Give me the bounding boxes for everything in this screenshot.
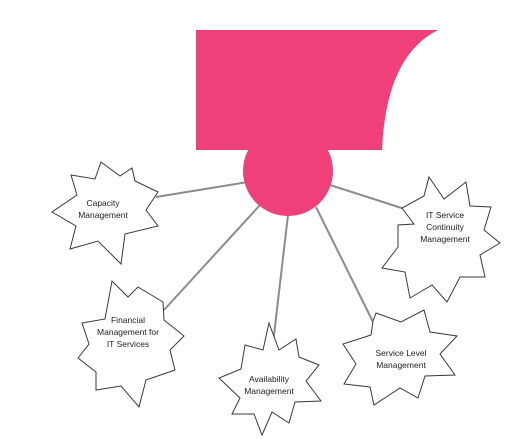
connector-financial (163, 204, 261, 311)
star-label-line: Management (78, 210, 128, 220)
star-label-line: Financial (111, 315, 145, 325)
hub-circle (243, 126, 333, 216)
star-label-line: Availability (249, 374, 290, 384)
star-label-line: IT Service (426, 210, 464, 220)
star-shape (381, 175, 501, 303)
star-shape (342, 309, 459, 406)
star-label-line: Management for (97, 327, 159, 337)
star-label-line: Continuity (426, 222, 465, 232)
star-label-line: Service Level (375, 348, 426, 358)
star-shape (218, 321, 322, 437)
star-shape (51, 161, 159, 266)
connector-service-level (315, 206, 377, 329)
star-shape (77, 279, 185, 409)
connector-availability (271, 214, 289, 353)
star-label-line: Management (420, 234, 470, 244)
hub-banner (196, 30, 438, 150)
star-label-line: IT Services (107, 339, 149, 349)
connectors (155, 181, 415, 353)
star-label-line: Capacity (86, 198, 120, 208)
star-label-line: Management (376, 360, 426, 370)
connector-it-continuity (329, 184, 415, 213)
connector-capacity (155, 181, 249, 198)
star-label-line: Management (244, 386, 294, 396)
